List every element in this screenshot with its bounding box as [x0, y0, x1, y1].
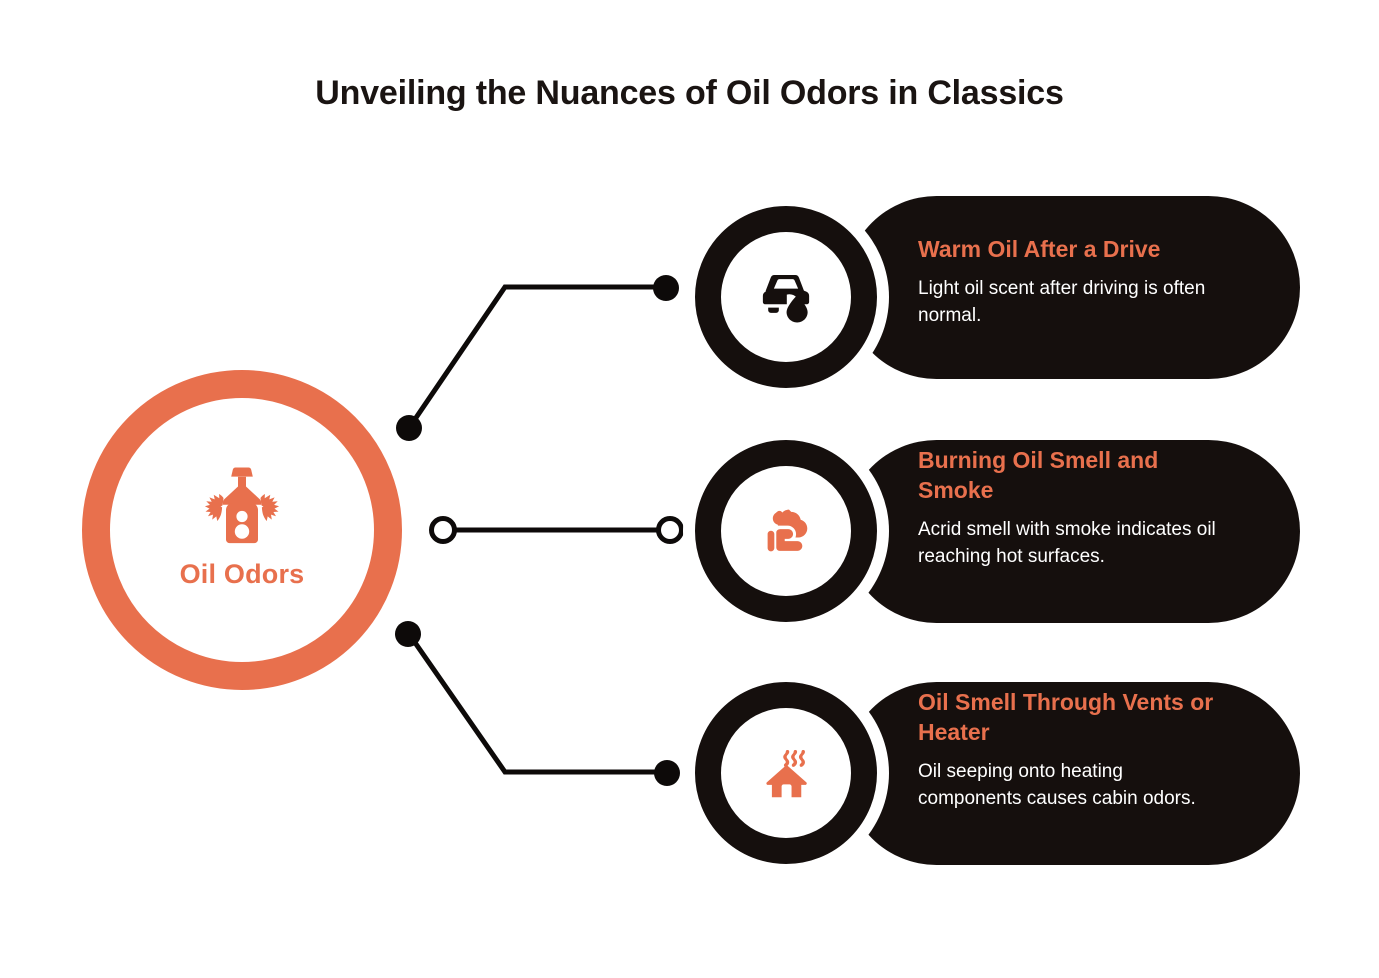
car-oil-drop-icon	[762, 275, 810, 323]
branch-3-text: Oil Smell Through Vents or Heater Oil se…	[918, 688, 1228, 813]
branch-1-body: Light oil scent after driving is often n…	[918, 277, 1206, 327]
branch-2-text: Burning Oil Smell and Smoke Acrid smell …	[918, 446, 1228, 571]
branch-3-body: Oil seeping onto heating components caus…	[918, 760, 1196, 810]
branch-3-card[interactable]	[845, 682, 1300, 865]
connector-line-1	[406, 284, 666, 430]
branch-2-card[interactable]	[845, 440, 1300, 623]
branch-3-heading: Oil Smell Through Vents or Heater	[918, 689, 1214, 745]
connector-node-hub-3	[395, 621, 421, 647]
branch-3-icon-badge[interactable]	[695, 682, 877, 864]
connector-node-hub-2	[429, 516, 457, 544]
branch-1-icon-badge[interactable]	[695, 206, 877, 388]
odor-bottle-icon	[204, 467, 280, 543]
branch-1-text: Warm Oil After a Drive Light oil scent a…	[918, 235, 1228, 330]
page-title: Unveiling the Nuances of Oil Odors in Cl…	[315, 74, 1064, 112]
branch-2-body: Acrid smell with smoke indicates oil rea…	[918, 518, 1216, 568]
connector-node-hub-1	[396, 415, 422, 441]
hub-label: Oil Odors	[179, 558, 305, 589]
branch-2-heading: Burning Oil Smell and Smoke	[918, 447, 1159, 503]
connector-node-card-3	[654, 760, 680, 786]
smoke-cloud-icon	[767, 509, 808, 552]
connector-node-card-1	[653, 275, 679, 301]
connector-node-card-2	[656, 516, 684, 544]
branch-2-icon-badge[interactable]	[695, 440, 877, 622]
hub-node[interactable]: Oil Odors	[82, 370, 402, 690]
house-heat-waves-icon	[766, 749, 807, 798]
branch-1-heading: Warm Oil After a Drive	[918, 236, 1161, 262]
branch-1-card[interactable]	[845, 196, 1300, 379]
connector-line-3	[406, 632, 666, 775]
